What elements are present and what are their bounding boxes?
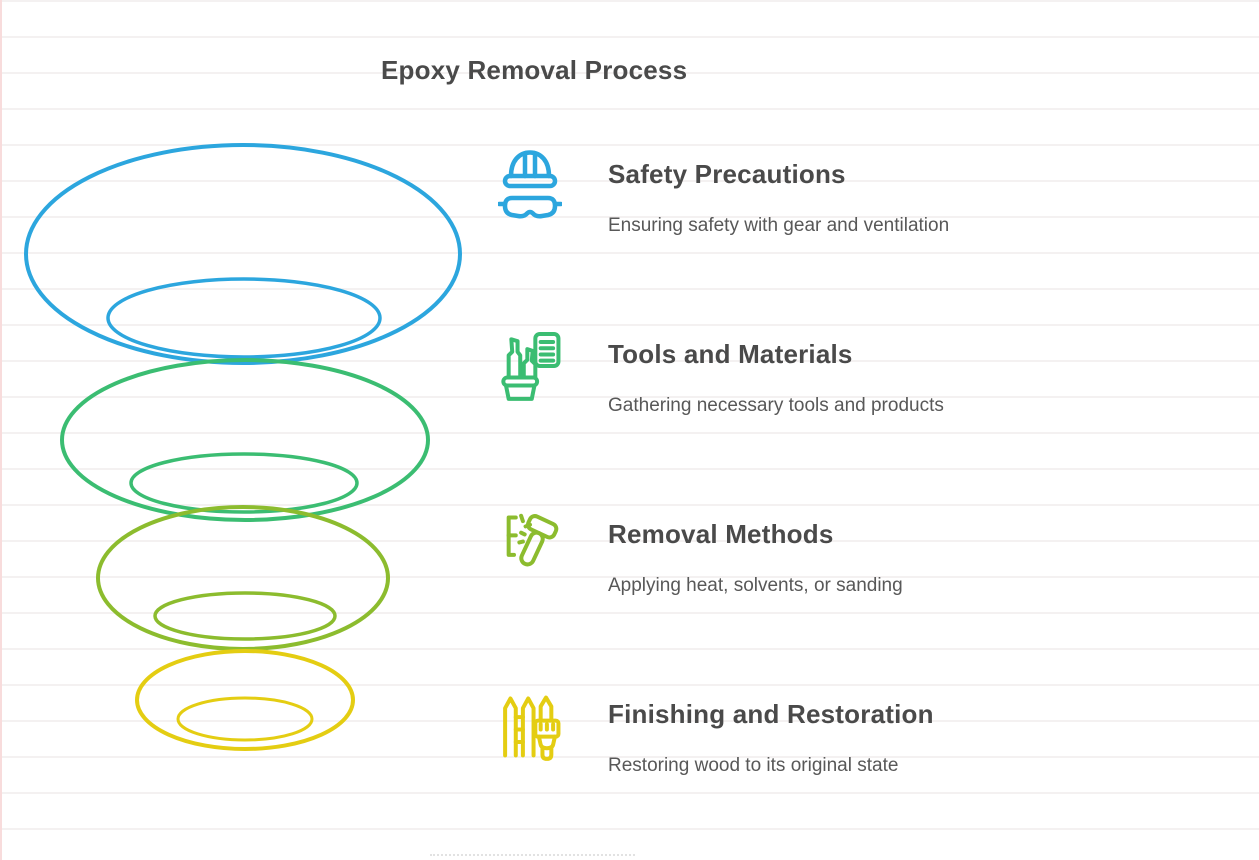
step-title: Tools and Materials	[608, 339, 853, 369]
funnel-ring-4-inner	[176, 696, 314, 742]
step-title: Finishing and Restoration	[608, 699, 934, 729]
funnel-ring-4-outer	[135, 649, 355, 751]
step-title: Safety Precautions	[608, 159, 846, 189]
step-description: Restoring wood to its original state	[608, 755, 899, 776]
step-description: Gathering necessary tools and products	[608, 395, 944, 416]
step-tools-and-materials: Tools and Materials Gathering necessary …	[498, 326, 1138, 418]
funnel-ring-3-inner	[153, 591, 337, 641]
funnel-ring-2-outer	[60, 358, 430, 522]
tools-bucket-and-checklist-icon	[498, 326, 562, 406]
hard-hat-and-goggles-icon	[498, 146, 562, 224]
step-safety-precautions: Safety Precautions Ensuring safety with …	[498, 146, 1138, 238]
funnel-ring-2-inner	[129, 452, 359, 514]
step-description: Ensuring safety with gear and ventilatio…	[608, 215, 950, 236]
page-title: Epoxy Removal Process	[381, 55, 688, 85]
step-title: Removal Methods	[608, 519, 834, 549]
bottom-dotted-line	[430, 854, 635, 856]
funnel-ring-1-inner	[106, 277, 382, 359]
funnel-ring-1-outer	[24, 143, 462, 365]
step-description: Applying heat, solvents, or sanding	[608, 575, 903, 596]
fence-and-paintbrush-icon	[498, 686, 562, 766]
step-removal-methods: Removal Methods Applying heat, solvents,…	[498, 506, 1138, 598]
hammer-and-chisel-icon	[498, 506, 562, 586]
step-finishing-and-restoration: Finishing and Restoration Restoring wood…	[498, 686, 1138, 778]
funnel-ring-3-outer	[96, 505, 390, 651]
